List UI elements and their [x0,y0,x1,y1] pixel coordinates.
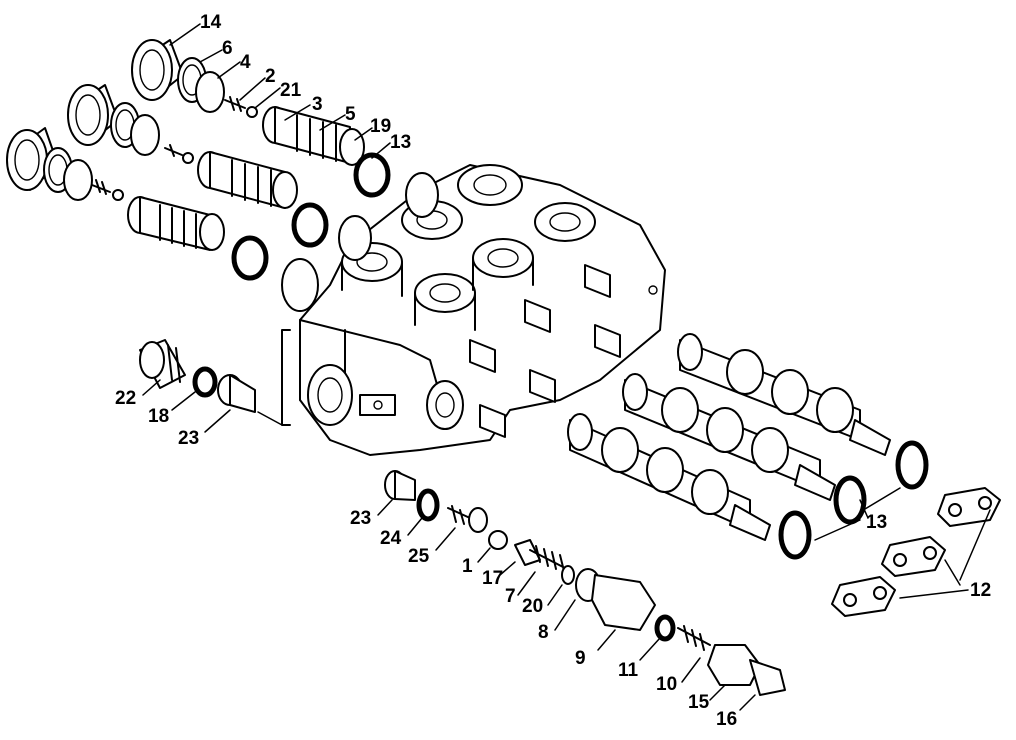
callout-12: 12 [970,580,991,601]
callout-3: 3 [312,94,323,115]
callout-6: 6 [222,38,233,59]
callout-22: 22 [115,388,136,409]
relief-plug-left [139,339,283,426]
callout-18: 18 [148,406,169,427]
callout-9: 9 [575,648,586,669]
callout-1: 1 [462,556,473,577]
callout-5: 5 [345,104,356,125]
spool-middle [622,373,836,501]
hex-body [591,574,656,631]
valve-body [281,164,666,456]
front-port [307,364,353,426]
end-cap-group [6,39,184,191]
callout-17: 17 [482,568,503,589]
upper-left-parts [6,39,391,281]
callout-16: 16 [716,709,737,730]
callout-23-lower: 23 [350,508,371,529]
spool-lower [567,413,771,541]
callout-24: 24 [380,528,402,549]
leader-lines [142,23,991,711]
callout-21: 21 [280,80,302,101]
callout-15: 15 [688,692,710,713]
callout-10: 10 [656,674,677,695]
ball [488,530,508,550]
callout-7: 7 [505,586,516,607]
mounting-tabs [359,264,658,438]
callout-13-top: 13 [390,132,411,153]
callout-20: 20 [522,596,543,617]
callout-23-left: 23 [178,428,199,449]
callout-14: 14 [200,12,222,33]
callout-13-right: 13 [866,512,887,533]
control-spools [567,333,929,560]
callout-labels: 14 6 4 2 21 3 5 19 13 22 18 23 23 24 25 … [115,12,991,730]
screw-group [91,96,258,201]
spool-upper [677,333,891,456]
callout-2: 2 [265,66,276,87]
callout-11: 11 [618,660,639,681]
lower-relief-assembly [384,470,786,696]
callout-4: 4 [240,52,251,73]
callout-25: 25 [408,546,430,567]
spool-spring-group [127,106,365,251]
callout-8: 8 [538,622,549,643]
callout-19: 19 [370,116,391,137]
link-connectors [831,487,1001,617]
